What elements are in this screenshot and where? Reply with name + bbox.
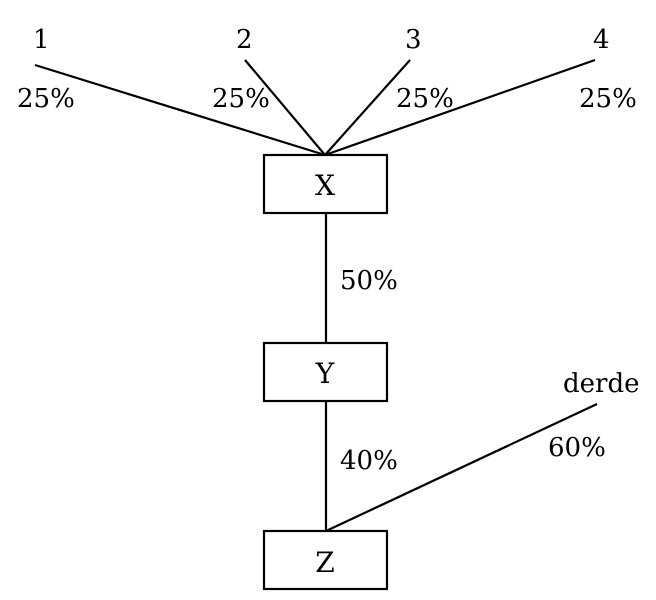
outlet-derde-label: derde: [563, 369, 640, 399]
node-x: X: [262, 153, 389, 215]
node-y-label: Y: [315, 357, 335, 390]
node-z: Z: [262, 529, 389, 591]
edge-source-3-to-x: [324, 59, 411, 156]
edge-z-to-derde-percent: 60%: [548, 433, 606, 463]
source-4-label: 4: [593, 25, 610, 55]
source-3-label: 3: [405, 25, 422, 55]
source-4-percent: 25%: [579, 84, 637, 114]
source-2-label: 2: [236, 25, 253, 55]
source-3-percent: 25%: [396, 84, 454, 114]
node-y: Y: [262, 341, 389, 403]
node-z-label: Z: [315, 546, 334, 579]
node-x-box: [262, 153, 389, 215]
node-x-label: X: [315, 169, 335, 202]
edge-source-2-to-x: [244, 59, 326, 156]
source-1-label: 1: [33, 25, 50, 55]
node-z-box: [262, 529, 389, 591]
edge-z-to-derde: [325, 403, 598, 532]
node-y-box: [262, 341, 389, 403]
edge-source-1-to-x: [34, 63, 326, 157]
edge-source-4-to-x: [324, 58, 596, 157]
edge-x-to-y-percent: 50%: [340, 266, 398, 296]
edge-y-to-z-percent: 40%: [340, 446, 398, 476]
source-2-percent: 25%: [212, 84, 270, 114]
source-1-percent: 25%: [17, 84, 75, 114]
